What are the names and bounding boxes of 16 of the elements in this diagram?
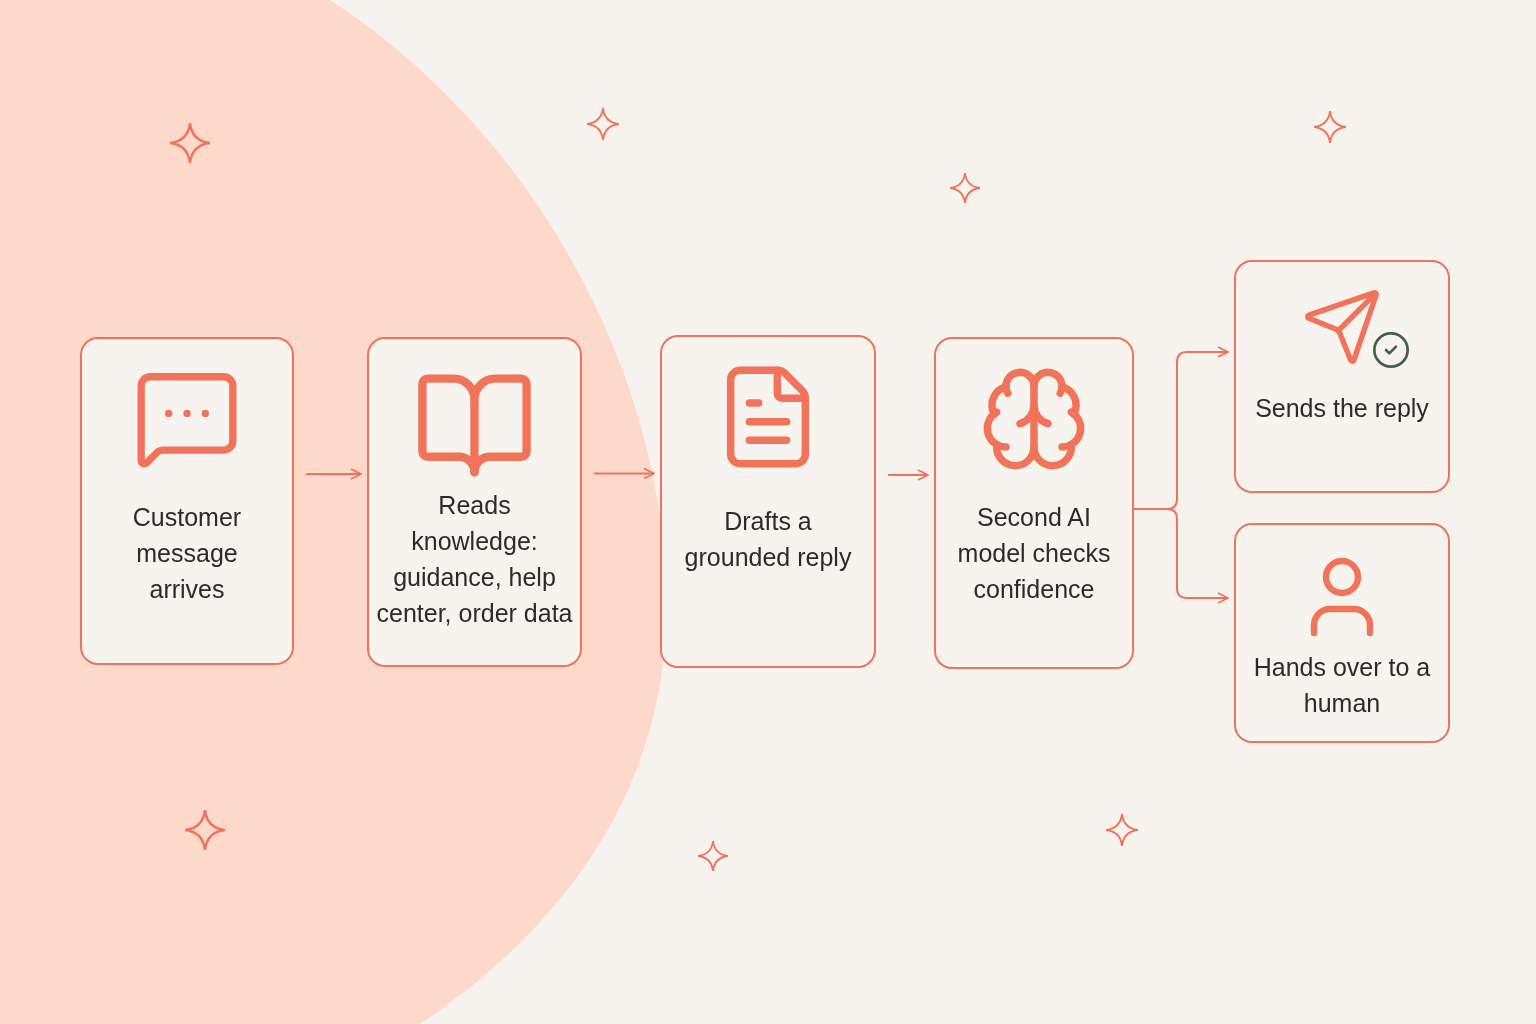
arrow bbox=[1133, 508, 1229, 604]
arrow bbox=[887, 469, 929, 481]
step-card bbox=[1234, 260, 1450, 493]
step-label: Customer message arrives bbox=[131, 502, 243, 605]
step-label: Second AI model checks confidence bbox=[956, 502, 1112, 605]
step-label: Hands over to a human bbox=[1252, 652, 1432, 719]
step-label: Reads knowledge: guidance, help center, order data bbox=[375, 490, 574, 629]
step-card bbox=[367, 337, 582, 667]
step-card bbox=[934, 337, 1134, 669]
step-card bbox=[1234, 523, 1450, 743]
step-card bbox=[660, 335, 876, 668]
step-card bbox=[80, 337, 294, 665]
arrow bbox=[593, 467, 655, 480]
step-label: Sends the reply bbox=[1254, 393, 1430, 424]
arrow bbox=[305, 468, 362, 480]
step-label: Drafts a grounded reply bbox=[683, 506, 853, 573]
